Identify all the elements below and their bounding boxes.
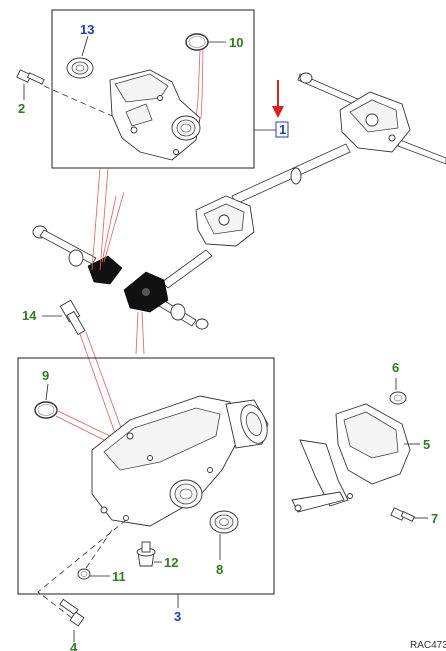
callout-6[interactable]: 6 bbox=[392, 360, 399, 375]
callout-1[interactable]: 1 bbox=[279, 122, 286, 137]
callout-3[interactable]: 3 bbox=[174, 609, 181, 624]
dash-line-2 bbox=[43, 85, 113, 117]
callout-1-frame bbox=[275, 121, 289, 138]
red-arrow-icon bbox=[272, 80, 284, 118]
o-ring-9 bbox=[34, 401, 58, 419]
red-leader-upper-d bbox=[103, 191, 125, 263]
output-flange bbox=[225, 399, 269, 449]
callout-11[interactable]: 11 bbox=[112, 569, 126, 584]
dash-line-11 bbox=[85, 529, 113, 569]
bolt-6 bbox=[389, 391, 407, 405]
inset-box-bottom bbox=[17, 357, 275, 595]
front-output-shaft bbox=[161, 249, 213, 289]
red-leader-upper-c bbox=[101, 195, 117, 263]
red-leader-9a bbox=[55, 409, 119, 441]
callout-8[interactable]: 8 bbox=[216, 562, 223, 577]
callout-4[interactable]: 4 bbox=[70, 640, 78, 651]
leader-9 bbox=[45, 383, 49, 401]
bolt-4 bbox=[59, 598, 85, 627]
red-leader-upper-a bbox=[91, 167, 101, 271]
callout-10[interactable]: 10 bbox=[229, 35, 243, 50]
dash-line-4 bbox=[37, 519, 127, 619]
callout-2[interactable]: 2 bbox=[18, 101, 25, 116]
propeller-shaft bbox=[231, 143, 351, 205]
bolt-11 bbox=[77, 568, 91, 580]
callout-12[interactable]: 12 bbox=[164, 555, 178, 570]
inset-box-top bbox=[51, 9, 255, 169]
bolt-2 bbox=[16, 69, 45, 85]
diagram-reference-code: RAC473 bbox=[410, 640, 446, 651]
red-leader-lower-a bbox=[135, 311, 139, 355]
callout-14[interactable]: 14 bbox=[22, 308, 37, 323]
red-leader-lower-b bbox=[141, 311, 145, 355]
leader-13 bbox=[81, 35, 89, 57]
red-leader-14b bbox=[85, 331, 125, 437]
sensor-14 bbox=[59, 299, 86, 336]
transfer-box bbox=[195, 195, 255, 247]
transfer-housing bbox=[109, 69, 201, 161]
callout-9[interactable]: 9 bbox=[42, 368, 49, 383]
o-ring-10 bbox=[185, 33, 209, 51]
bolt-7 bbox=[390, 507, 415, 522]
red-leader-14a bbox=[79, 333, 117, 437]
heat-shield-5 bbox=[291, 403, 411, 513]
front-differential-highlight bbox=[87, 255, 169, 313]
left-halfshaft bbox=[32, 225, 97, 267]
red-leader-10a bbox=[195, 49, 201, 119]
seal-8 bbox=[209, 510, 239, 534]
callout-5[interactable]: 5 bbox=[423, 437, 430, 452]
seal-13 bbox=[66, 57, 94, 79]
red-leader-10b bbox=[200, 49, 204, 119]
callout-7[interactable]: 7 bbox=[431, 511, 438, 526]
plug-12 bbox=[136, 541, 156, 567]
red-leader-upper-b bbox=[99, 167, 109, 271]
callout-13[interactable]: 13 bbox=[80, 22, 94, 37]
front-differential-housing bbox=[91, 395, 239, 527]
rear-differential bbox=[339, 91, 411, 153]
